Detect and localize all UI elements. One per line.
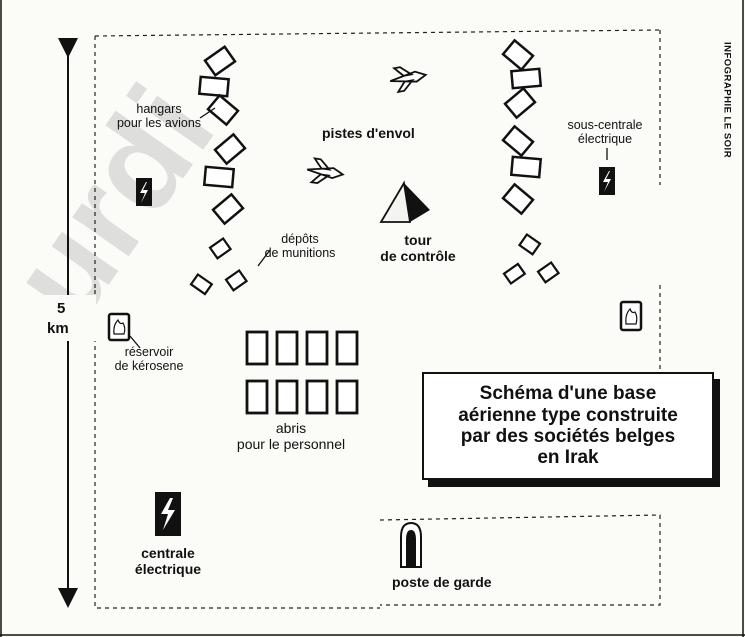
title-line-3: par des sociétés belges <box>460 426 676 447</box>
credit-text: INFOGRAPHIE LE SOIR <box>721 41 733 159</box>
hangar <box>211 192 245 226</box>
title-box: Schéma d'une base aérienne type construi… <box>422 372 714 480</box>
hangar <box>203 45 237 77</box>
hangar <box>503 86 537 120</box>
hangar <box>501 38 535 72</box>
hangar <box>197 75 230 98</box>
title-line-2: aérienne type construite <box>458 404 678 426</box>
kerosene-tank-icon <box>107 312 131 342</box>
label-hangars-line2: pour les avions <box>116 116 202 131</box>
guard-post-icon <box>400 521 422 568</box>
shelter <box>335 379 359 415</box>
aircraft-icon <box>389 66 428 94</box>
power-station-icon <box>155 492 181 536</box>
title-line-1: Schéma d'une base <box>479 383 657 405</box>
shelter <box>275 330 299 366</box>
label-depots: dépôts de munitions <box>252 232 348 261</box>
hangars-left <box>197 45 247 226</box>
label-reservoir-line2: de kérosene <box>114 359 184 374</box>
scale-arrow <box>40 38 96 608</box>
label-centrale-line1: centrale <box>141 545 195 561</box>
label-depots-line2: de munitions <box>264 246 336 261</box>
hangar <box>206 93 240 127</box>
label-depots-line1: dépôts <box>281 232 319 246</box>
label-pistes: pistes d'envol <box>322 125 415 141</box>
label-tour-line2: de contrôle <box>380 248 456 265</box>
label-sous-centrale: sous-centrale électrique <box>555 118 655 147</box>
label-reservoir: réservoir de kérosene <box>102 345 196 374</box>
label-poste: poste de garde <box>392 574 492 590</box>
control-tower-icon <box>379 180 430 223</box>
depot <box>189 272 214 296</box>
lightning-icon <box>599 167 615 195</box>
depot <box>208 236 233 260</box>
kerosene-tank-icon <box>619 300 643 332</box>
depot <box>502 262 527 286</box>
label-hangars: hangars pour les avions <box>110 102 208 131</box>
leader-line <box>257 249 271 267</box>
lightning-icon <box>136 178 152 206</box>
label-centrale: centrale électrique <box>118 545 218 577</box>
hangar <box>501 124 535 158</box>
depot <box>224 268 249 292</box>
munitions-depots <box>189 232 561 296</box>
label-sous-centrale-line1: sous-centrale <box>567 118 643 132</box>
label-abris-line1: abris <box>275 420 307 436</box>
shelter <box>335 330 359 366</box>
title-line-4: en Irak <box>537 447 599 469</box>
leader-line <box>129 335 141 349</box>
label-abris: abris pour le personnel <box>212 420 370 452</box>
label-centrale-line2: électrique <box>134 561 202 578</box>
label-tour: tour de contrôle <box>364 232 472 264</box>
shelter <box>245 330 269 366</box>
shelter <box>275 379 299 415</box>
hangar <box>510 67 543 90</box>
aircraft-icon <box>306 157 345 184</box>
scale-unit: km <box>47 320 69 337</box>
personnel-shelters <box>245 330 359 415</box>
hangar <box>509 155 543 179</box>
label-abris-line2: pour le personnel <box>236 436 346 453</box>
hangar <box>501 182 535 216</box>
scale-value: 5 <box>57 300 66 317</box>
shelter <box>245 379 269 415</box>
depot <box>517 232 542 256</box>
shelter <box>305 330 329 366</box>
hangar <box>202 165 236 189</box>
hangars-right <box>501 38 543 216</box>
label-hangars-line1: hangars <box>136 102 182 116</box>
hangar <box>213 132 247 166</box>
shelter <box>305 379 329 415</box>
leader-line <box>199 107 216 119</box>
label-reservoir-line1: réservoir <box>124 345 174 359</box>
label-tour-line1: tour <box>404 232 432 248</box>
label-sous-centrale-line2: électrique <box>577 132 633 147</box>
base-perimeter <box>94 29 661 609</box>
depot <box>536 260 561 284</box>
